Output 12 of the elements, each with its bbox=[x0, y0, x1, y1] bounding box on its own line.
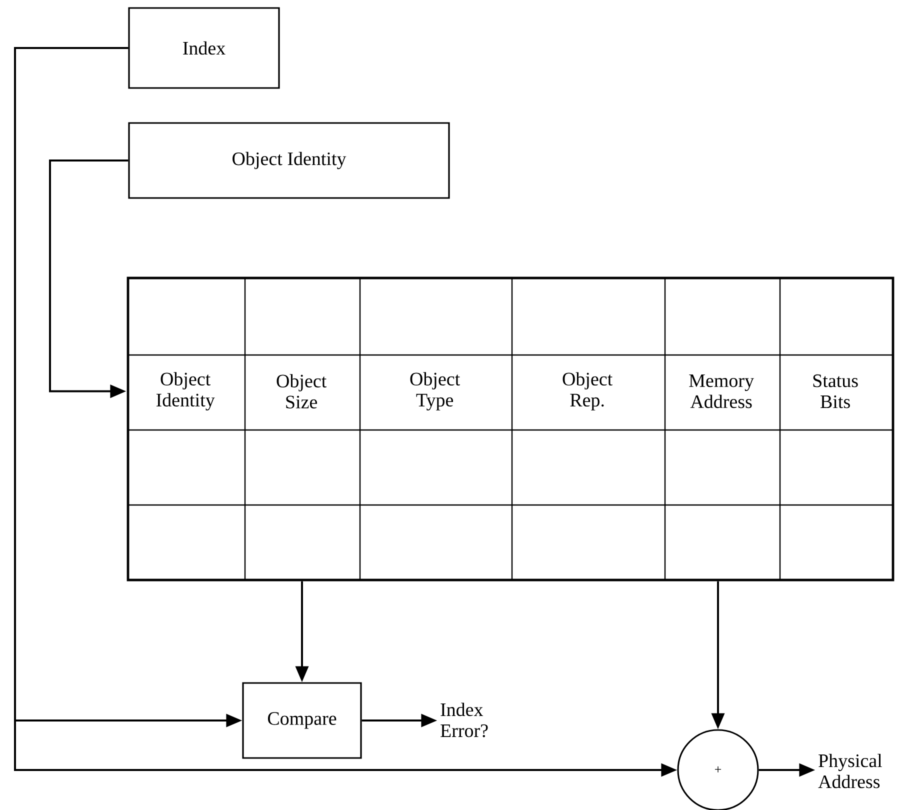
table-cell: Object Size bbox=[276, 374, 327, 408]
output-label: Index Error? bbox=[440, 702, 488, 738]
table-cell: Memory Address bbox=[689, 374, 754, 408]
process-box: Object Identity bbox=[128, 122, 450, 199]
process-box: Compare bbox=[242, 682, 362, 759]
table-cell: Status Bits bbox=[813, 374, 858, 408]
table-cell: Object Type bbox=[410, 372, 460, 410]
table-cell: Object Rep. bbox=[562, 372, 613, 410]
table-cell: Object Identity bbox=[156, 372, 215, 410]
output-label: Physical Address bbox=[818, 754, 882, 788]
process-box: Index bbox=[128, 7, 280, 89]
table bbox=[126, 276, 894, 582]
